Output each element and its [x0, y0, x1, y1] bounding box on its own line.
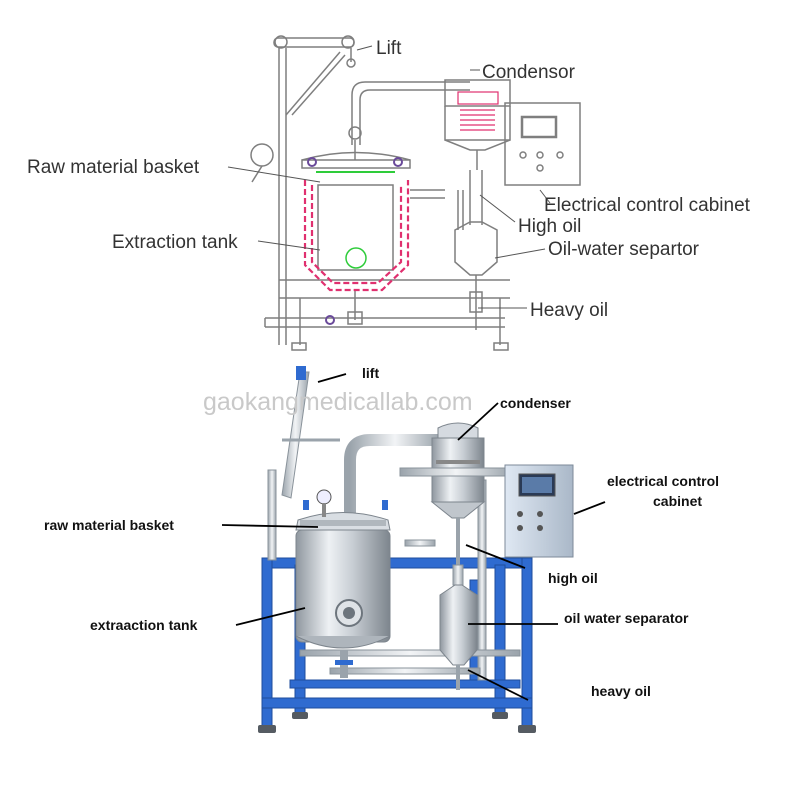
- condensor-coil: [457, 91, 499, 131]
- top-label-electrical-control-cabinet: Electrical control cabinet: [544, 195, 751, 216]
- frame-feet: [258, 712, 536, 733]
- top-frame: [264, 279, 510, 351]
- bottom-label-oil-water-separator: oil water separator: [564, 610, 689, 626]
- top-label-extraction-tank: Extraction tank: [112, 232, 238, 253]
- bottom-extraction-tank: [295, 489, 436, 678]
- lift-frame: [250, 35, 356, 345]
- top-condensor: [444, 79, 511, 170]
- top-separator: [454, 170, 498, 330]
- bottom-separator: [439, 564, 478, 690]
- bottom-label-condenser: condenser: [500, 395, 571, 411]
- top-leader-lines: [227, 45, 551, 309]
- bottom-label-heavy-oil: heavy oil: [591, 683, 651, 699]
- top-label-lift: Lift: [376, 38, 402, 59]
- lift-arm: [281, 366, 340, 499]
- bottom-condenser: [430, 422, 486, 565]
- blue-fittings: [303, 500, 388, 665]
- top-label-condensor: Condensor: [482, 62, 576, 83]
- bottom-label-lift: lift: [362, 365, 379, 381]
- top-control-cabinet: [504, 102, 581, 186]
- bottom-label-electrical-control-line1: electrical control: [607, 473, 719, 489]
- top-label-heavy-oil: Heavy oil: [530, 300, 608, 321]
- bottom-label-high-oil: high oil: [548, 570, 598, 586]
- top-line-drawing: [250, 35, 581, 351]
- top-label-high-oil: High oil: [518, 216, 581, 237]
- bottom-vapor-pipe: [344, 434, 440, 515]
- basket-logo: [345, 247, 367, 269]
- bottom-control-cabinet: [399, 464, 574, 558]
- bottom-label-electrical-control-line2: cabinet: [653, 493, 702, 509]
- bottom-equipment-illustration: [258, 366, 574, 733]
- top-extraction-tank: [301, 126, 445, 325]
- steel-tubes: [267, 469, 521, 681]
- watermark: gaokangmedicallab.com: [203, 388, 473, 416]
- tank-gauges: [307, 157, 403, 325]
- bottom-label-raw-material-basket: raw material basket: [44, 517, 174, 533]
- vapor-pipe: [351, 81, 470, 145]
- top-label-oil-water-separator: Oil-water separtor: [548, 239, 700, 260]
- bottom-leader-lines: [221, 373, 606, 701]
- top-label-raw-material-basket: Raw material basket: [27, 157, 200, 178]
- bottom-label-extraction-tank: extraaction tank: [90, 617, 198, 633]
